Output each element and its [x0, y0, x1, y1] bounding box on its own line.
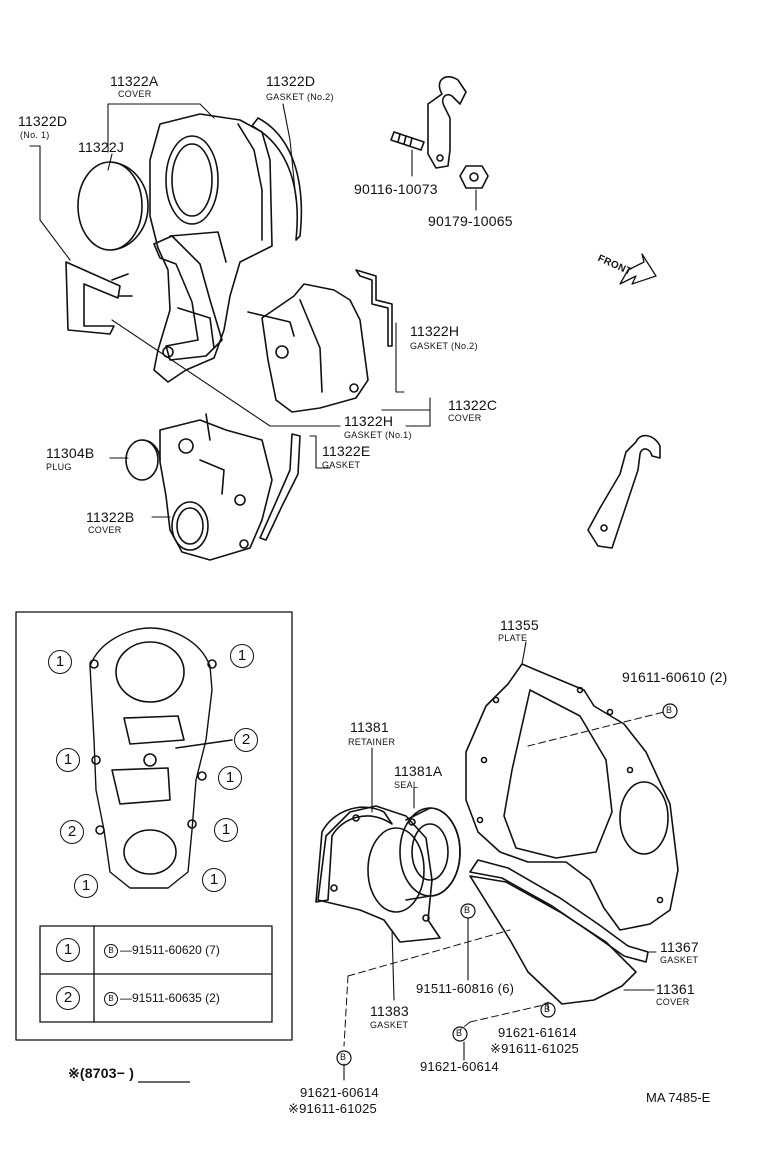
label-11304B: 11304B — [46, 445, 95, 461]
label-11381A: 11381A — [394, 763, 443, 779]
inset-callout-1: 1 — [218, 766, 242, 790]
label-11355: 11355 — [500, 617, 539, 633]
label-11322C-name: COVER — [448, 413, 482, 423]
upper-cover-11322A — [149, 113, 273, 383]
label-11322H-no2: 11322H — [410, 323, 460, 339]
bolt-marker-b: B — [104, 992, 118, 1006]
label-91621-60614-low: 91621-60614 — [300, 1085, 379, 1100]
label-11322J: 11322J — [78, 139, 125, 155]
label-11361-name: COVER — [656, 997, 690, 1007]
label-91511-60816: 91511-60816 (6) — [416, 981, 515, 996]
bolt-marker-b: B — [340, 1052, 347, 1062]
bolt-table-pn-2: 91511-60635 (2) — [132, 991, 220, 1006]
bolt-marker-b: B — [104, 944, 118, 958]
label-11381-name: RETAINER — [348, 737, 396, 747]
label-11367-name: GASKET — [660, 955, 699, 965]
label-91621-60614-mid: 91621-60614 — [420, 1059, 499, 1074]
bolt-marker-b: B — [544, 1004, 551, 1014]
front-arrow — [619, 253, 657, 285]
seal-11381A — [399, 807, 461, 901]
hook-bracket-upper — [427, 76, 467, 169]
gasket-11322E — [205, 413, 301, 541]
bolt-table-pn-1: 91511-60620 (7) — [132, 943, 220, 958]
inset-callout-1: 1 — [56, 748, 80, 772]
label-11322B: 11322B — [86, 509, 135, 525]
bolt-table-row-2: B—91511-60635 (2) — [104, 992, 220, 1006]
dashed-leaders — [343, 711, 665, 1047]
middle-cover-11322C — [247, 283, 369, 413]
bolt-marker-b: B — [464, 905, 471, 915]
inset-callout-1: 1 — [74, 874, 98, 898]
inset-callout-1: 1 — [230, 644, 254, 668]
label-91611-61025-mid: ※91611-61025 — [490, 1041, 579, 1056]
bolt-markers — [336, 703, 678, 1066]
gasket-11367 — [469, 859, 657, 963]
label-91621-61614: 91621-61614 — [498, 1025, 577, 1040]
inset-callout-1: 1 — [48, 650, 72, 674]
label-11322H-no1: 11322H — [344, 413, 394, 429]
label-11383: 11383 — [370, 1003, 409, 1019]
lower-cover-11322B — [159, 419, 273, 561]
stud-90116 — [390, 131, 425, 151]
inset-callout-1: 1 — [214, 818, 238, 842]
label-11304B-name: PLUG — [46, 462, 72, 472]
label-11322D-no2: 11322D — [266, 73, 316, 89]
label-11322D-no1-name: (No. 1) — [20, 130, 50, 140]
cover-11361 — [469, 875, 637, 1005]
label-11322E-name: GASKET — [322, 460, 361, 470]
label-11322B-name: COVER — [88, 525, 122, 535]
label-11322D-no1: 11322D — [18, 113, 68, 129]
inset-box — [15, 611, 293, 1041]
plug-11304B — [125, 439, 161, 481]
bolt-table-key-1: 1 — [56, 938, 80, 962]
label-11322A-name: COVER — [118, 89, 152, 99]
cap-11322J — [77, 161, 149, 251]
label-11381A-name: SEAL — [394, 780, 419, 790]
label-11322D-no2-name: GASKET (No.2) — [266, 92, 334, 102]
label-11367: 11367 — [660, 939, 699, 955]
rear-plate-11355 — [465, 663, 679, 931]
upper-leader-lines — [29, 103, 477, 518]
label-11322A: 11322A — [110, 73, 159, 89]
hook-bracket-lower — [587, 434, 661, 549]
label-11322C: 11322C — [448, 397, 498, 413]
label-11383-name: GASKET — [370, 1020, 409, 1030]
inset-callout-1: 1 — [202, 868, 226, 892]
production-note: ※(8703− ) — [68, 1065, 135, 1081]
solid-leaders-lower — [343, 641, 655, 1081]
bolt-table-grid — [39, 925, 273, 1023]
label-90116: 90116-10073 — [354, 181, 438, 197]
gasket-11322D-no1 — [65, 261, 133, 335]
label-91611-60610: 91611-60610 (2) — [622, 669, 728, 685]
gasket-11322H-no1 — [153, 235, 223, 361]
bolt-marker-b: B — [456, 1028, 463, 1038]
label-11322H-no1-name: GASKET (No.1) — [344, 430, 412, 440]
nut-90179 — [459, 165, 489, 189]
label-11361: 11361 — [656, 981, 695, 997]
bolt-table-row-1: B—91511-60620 (7) — [104, 944, 220, 958]
bolt-marker-b: B — [666, 705, 673, 715]
diagram-code: MA 7485-E — [646, 1090, 711, 1105]
gasket-11322D-no2 — [251, 117, 303, 241]
label-11381: 11381 — [350, 719, 389, 735]
label-11322H-no2-name: GASKET (No.2) — [410, 341, 478, 351]
bolt-table-key-2: 2 — [56, 986, 80, 1010]
label-90179: 90179-10065 — [428, 213, 513, 229]
label-91611-61025-low: ※91611-61025 — [288, 1101, 377, 1116]
label-11355-name: PLATE — [498, 633, 528, 643]
inset-callout-2: 2 — [60, 820, 84, 844]
gasket-11322H-no2 — [355, 269, 393, 347]
inset-callout-2: 2 — [234, 728, 258, 752]
label-11322E: 11322E — [322, 443, 371, 459]
gasket-11383 — [315, 806, 395, 1001]
